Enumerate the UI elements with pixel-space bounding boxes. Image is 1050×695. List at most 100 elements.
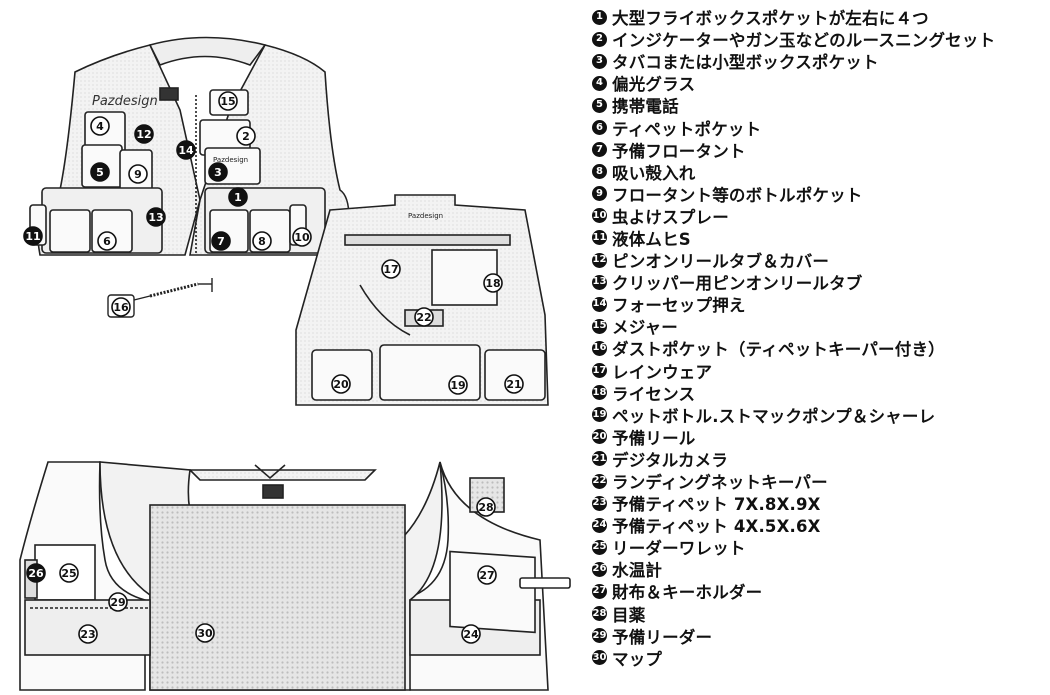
- callout-26: 26: [26, 563, 46, 583]
- callout-number: 23: [80, 628, 95, 641]
- callout-number: 5: [96, 166, 104, 179]
- callout-15: 15: [218, 91, 238, 111]
- legend-number-badge: 11: [592, 230, 607, 246]
- script-logo: Pazdesign: [92, 94, 158, 109]
- callout-number: 21: [506, 378, 521, 391]
- legend-text: ランディングネットキーパー: [612, 473, 828, 493]
- legend-number-badge: 26: [592, 561, 607, 577]
- legend-number-badge: 29: [592, 628, 607, 644]
- callout-9: 9: [128, 164, 148, 184]
- legend-number-badge: 12: [592, 252, 607, 268]
- legend-text: デジタルカメラ: [612, 450, 729, 470]
- legend-text: 財布＆キーホルダー: [612, 583, 763, 603]
- callout-number: 27: [479, 569, 494, 582]
- legend-item: 15 メジャー: [592, 315, 1048, 337]
- legend-number-badge: 1: [592, 9, 607, 25]
- callout-5: 5: [90, 162, 110, 182]
- callout-14: 14: [176, 140, 196, 160]
- legend-item: 23 予備ティペット 7X.8X.9X: [592, 492, 1048, 514]
- callout-number: 24: [463, 628, 479, 641]
- back-brand-label: Pazdesign: [408, 212, 443, 220]
- legend-text: クリッパー用ピンオンリールタブ: [612, 274, 863, 294]
- legend-text: メジャー: [612, 318, 678, 338]
- legend-item: 10 虫よけスプレー: [592, 205, 1048, 227]
- callout-7: 7: [211, 231, 231, 251]
- legend-number-badge: 5: [592, 97, 607, 113]
- legend-number-badge: 4: [592, 75, 607, 91]
- legend-text: マップ: [612, 649, 663, 669]
- callout-number: 17: [383, 263, 398, 276]
- callout-20: 20: [331, 374, 351, 394]
- callout-number: 12: [136, 128, 151, 141]
- legend-text: 携帯電話: [612, 97, 679, 117]
- callout-number: 8: [258, 235, 266, 248]
- legend-text: フォーセップ押え: [612, 296, 746, 316]
- legend-number-badge: 24: [592, 517, 607, 533]
- legend-number-badge: 23: [592, 495, 607, 511]
- legend-text: 予備ティペット 4X.5X.6X: [612, 517, 821, 537]
- callout-18: 18: [483, 273, 503, 293]
- callout-number: 14: [178, 144, 194, 157]
- callout-22: 22: [414, 307, 434, 327]
- legend-number-badge: 16: [592, 340, 607, 356]
- legend-number-badge: 2: [592, 31, 607, 47]
- legend-item: 8 吸い殻入れ: [592, 161, 1048, 183]
- legend-text: 偏光グラス: [612, 75, 696, 95]
- legend-text: ペットボトル.ストマックポンプ＆シャーレ: [612, 406, 936, 426]
- callout-28: 28: [476, 497, 496, 517]
- callout-number: 9: [134, 168, 142, 181]
- legend-number-badge: 17: [592, 363, 607, 379]
- callout-number: 30: [197, 627, 213, 640]
- legend-number-badge: 15: [592, 318, 607, 334]
- legend-text: 水温計: [612, 561, 663, 581]
- front-brand-label: Pazdesign: [213, 156, 248, 164]
- legend-number-badge: 8: [592, 164, 607, 180]
- legend-number-badge: 9: [592, 186, 607, 202]
- callout-number: 6: [103, 235, 111, 248]
- legend-text: 予備ティペット 7X.8X.9X: [612, 495, 821, 515]
- legend-number-badge: 6: [592, 120, 607, 136]
- callout-10: 10: [292, 227, 312, 247]
- legend-number-badge: 10: [592, 208, 607, 224]
- callout-21: 21: [504, 374, 524, 394]
- legend-number-badge: 19: [592, 407, 607, 423]
- legend-text: 吸い殻入れ: [612, 163, 696, 183]
- legend-number-badge: 3: [592, 53, 607, 69]
- callout-4: 4: [90, 116, 110, 136]
- callout-16: 16: [111, 297, 131, 317]
- callout-1: 1: [228, 187, 248, 207]
- callout-number: 19: [450, 379, 465, 392]
- callout-11: 11: [23, 226, 43, 246]
- legend-text: 虫よけスプレー: [612, 207, 729, 227]
- legend-item: 5 携帯電話: [592, 94, 1048, 116]
- callout-19: 19: [448, 375, 468, 395]
- callout-number: 16: [113, 301, 129, 314]
- callout-23: 23: [78, 624, 98, 644]
- callout-3: 3: [208, 162, 228, 182]
- callout-27: 27: [477, 565, 497, 585]
- legend-number-badge: 13: [592, 274, 607, 290]
- legend-number-badge: 18: [592, 385, 607, 401]
- callout-number: 22: [416, 311, 431, 324]
- callout-12: 12: [134, 124, 154, 144]
- callout-number: 25: [61, 567, 76, 580]
- callout-number: 28: [478, 501, 493, 514]
- callout-number: 3: [214, 166, 222, 179]
- callout-number: 4: [96, 120, 104, 133]
- legend-text: 予備フロータント: [612, 141, 746, 161]
